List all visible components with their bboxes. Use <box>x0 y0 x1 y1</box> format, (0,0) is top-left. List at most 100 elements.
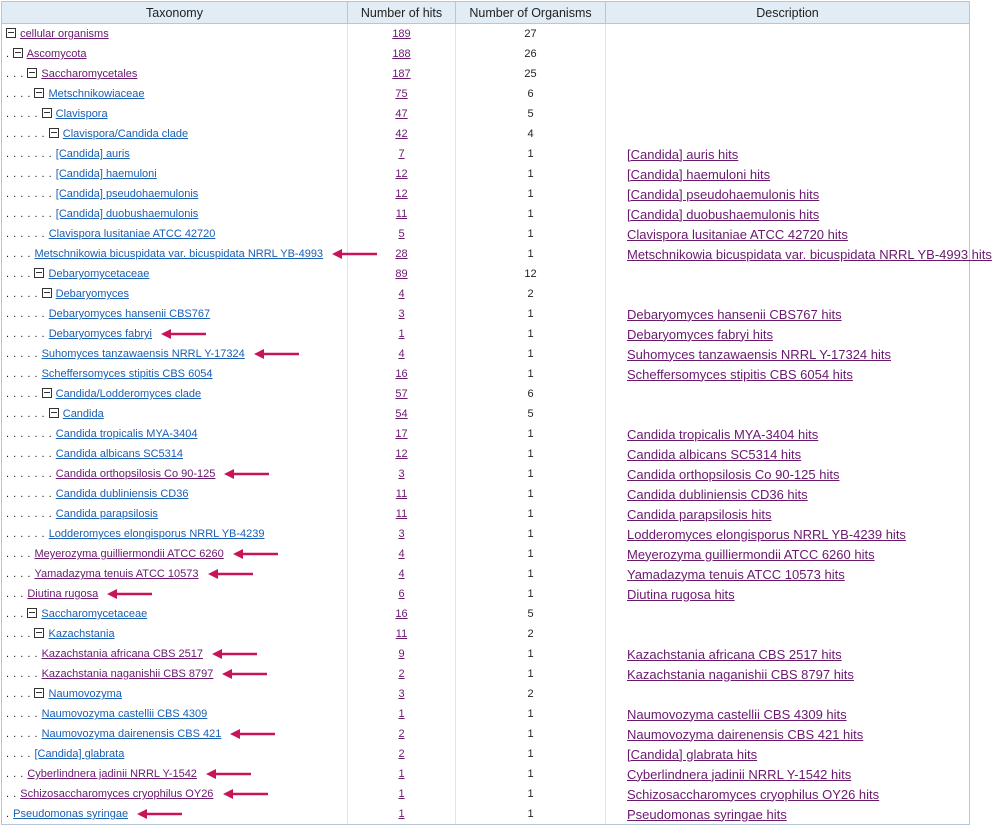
hits-link[interactable]: 3 <box>398 308 405 320</box>
taxon-link[interactable]: Schizosaccharomyces cryophilus OY26 <box>20 788 214 800</box>
taxon-link[interactable]: Candida parapsilosis <box>55 508 158 520</box>
hits-link[interactable]: 75 <box>395 88 408 100</box>
description-link[interactable]: Cyberlindnera jadinii NRRL Y-1542 hits <box>627 766 852 782</box>
taxon-link[interactable]: [Candida] auris <box>55 148 130 160</box>
description-link[interactable]: Debaryomyces hansenii CBS767 hits <box>627 306 842 322</box>
hits-link[interactable]: 42 <box>395 128 408 140</box>
hits-link[interactable]: 12 <box>395 188 408 200</box>
taxon-link[interactable]: Candida <box>62 408 104 420</box>
collapse-toggle-icon[interactable] <box>34 268 45 278</box>
description-link[interactable]: Scheffersomyces stipitis CBS 6054 hits <box>627 366 853 382</box>
collapse-toggle-icon[interactable] <box>34 628 45 638</box>
taxon-link[interactable]: Clavispora <box>55 108 108 120</box>
hits-link[interactable]: 3 <box>398 528 405 540</box>
hits-link[interactable]: 5 <box>398 228 405 240</box>
hits-link[interactable]: 2 <box>398 748 405 760</box>
hits-link[interactable]: 16 <box>395 608 408 620</box>
hits-link[interactable]: 1 <box>398 768 405 780</box>
taxon-link[interactable]: Clavispora lusitaniae ATCC 42720 <box>48 228 216 240</box>
description-link[interactable]: [Candida] duobushaemulonis hits <box>627 206 820 222</box>
taxon-link[interactable]: Metschnikowiaceae <box>48 88 145 100</box>
description-link[interactable]: Diutina rugosa hits <box>627 586 735 602</box>
description-link[interactable]: Candida dubliniensis CD36 hits <box>627 486 808 502</box>
collapse-toggle-icon[interactable] <box>48 408 59 418</box>
hits-link[interactable]: 187 <box>392 68 411 80</box>
description-link[interactable]: Clavispora lusitaniae ATCC 42720 hits <box>627 226 848 242</box>
description-link[interactable]: Candida parapsilosis hits <box>627 506 772 522</box>
collapse-toggle-icon[interactable] <box>48 128 59 138</box>
description-link[interactable]: Schizosaccharomyces cryophilus OY26 hits <box>627 786 880 802</box>
collapse-toggle-icon[interactable] <box>41 108 52 118</box>
hits-link[interactable]: 17 <box>395 428 408 440</box>
hits-link[interactable]: 1 <box>398 708 405 720</box>
collapse-toggle-icon[interactable] <box>41 288 52 298</box>
hits-link[interactable]: 12 <box>395 448 408 460</box>
hits-link[interactable]: 4 <box>398 348 405 360</box>
taxon-link[interactable]: Candida dubliniensis CD36 <box>55 488 189 500</box>
hits-link[interactable]: 1 <box>398 808 405 820</box>
description-link[interactable]: Suhomyces tanzawaensis NRRL Y-17324 hits <box>627 346 891 362</box>
hits-link[interactable]: 4 <box>398 288 405 300</box>
col-header-organisms[interactable]: Number of Organisms <box>455 1 606 24</box>
description-link[interactable]: [Candida] glabrata hits <box>627 746 758 762</box>
hits-link[interactable]: 2 <box>398 668 405 680</box>
description-link[interactable]: Kazachstania naganishii CBS 8797 hits <box>627 666 854 682</box>
hits-link[interactable]: 11 <box>395 508 408 520</box>
taxon-link[interactable]: Yamadazyma tenuis ATCC 10573 <box>34 568 199 580</box>
hits-link[interactable]: 28 <box>395 248 408 260</box>
description-link[interactable]: Naumovozyma castellii CBS 4309 hits <box>627 706 847 722</box>
taxon-link[interactable]: Naumovozyma castellii CBS 4309 <box>41 708 208 720</box>
description-link[interactable]: Naumovozyma dairenensis CBS 421 hits <box>627 726 864 742</box>
hits-link[interactable]: 11 <box>395 488 408 500</box>
hits-link[interactable]: 1 <box>398 788 405 800</box>
taxon-link[interactable]: Debaryomyces <box>55 288 129 300</box>
description-link[interactable]: Debaryomyces fabryi hits <box>627 326 773 342</box>
taxon-link[interactable]: [Candida] glabrata <box>34 748 125 760</box>
collapse-toggle-icon[interactable] <box>6 28 16 38</box>
collapse-toggle-icon[interactable] <box>13 48 24 58</box>
description-link[interactable]: Yamadazyma tenuis ATCC 10573 hits <box>627 566 845 582</box>
taxon-link[interactable]: Debaryomyces fabryi <box>48 328 153 340</box>
taxon-link[interactable]: Suhomyces tanzawaensis NRRL Y-17324 <box>41 348 245 360</box>
taxon-link[interactable]: Lodderomyces elongisporus NRRL YB-4239 <box>48 528 265 540</box>
taxon-link[interactable]: Candida tropicalis MYA-3404 <box>55 428 198 440</box>
hits-link[interactable]: 7 <box>398 148 405 160</box>
hits-link[interactable]: 9 <box>398 648 405 660</box>
taxon-link[interactable]: [Candida] haemuloni <box>55 168 157 180</box>
taxon-link[interactable]: Naumovozyma dairenensis CBS 421 <box>41 728 222 740</box>
taxon-link[interactable]: Metschnikowia bicuspidata var. bicuspida… <box>34 248 324 260</box>
hits-link[interactable]: 3 <box>398 688 405 700</box>
description-link[interactable]: [Candida] auris hits <box>627 146 739 162</box>
taxon-link[interactable]: Debaryomyces hansenii CBS767 <box>48 308 211 320</box>
collapse-toggle-icon[interactable] <box>27 68 38 78</box>
collapse-toggle-icon[interactable] <box>41 388 52 398</box>
taxon-link[interactable]: Candida albicans SC5314 <box>55 448 183 460</box>
hits-link[interactable]: 11 <box>395 628 408 640</box>
description-link[interactable]: [Candida] haemuloni hits <box>627 166 771 182</box>
hits-link[interactable]: 1 <box>398 328 405 340</box>
taxon-link[interactable]: [Candida] pseudohaemulonis <box>55 188 199 200</box>
hits-link[interactable]: 3 <box>398 468 405 480</box>
hits-link[interactable]: 4 <box>398 548 405 560</box>
taxon-link[interactable]: Kazachstania naganishii CBS 8797 <box>41 668 214 680</box>
description-link[interactable]: Kazachstania africana CBS 2517 hits <box>627 646 842 662</box>
hits-link[interactable]: 11 <box>395 208 408 220</box>
taxon-link[interactable]: [Candida] duobushaemulonis <box>55 208 199 220</box>
description-link[interactable]: Lodderomyces elongisporus NRRL YB-4239 h… <box>627 526 906 542</box>
description-link[interactable]: Candida tropicalis MYA-3404 hits <box>627 426 819 442</box>
taxon-link[interactable]: Saccharomycetales <box>41 68 138 80</box>
taxon-link[interactable]: Debaryomycetaceae <box>48 268 150 280</box>
taxon-link[interactable]: Meyerozyma guilliermondii ATCC 6260 <box>34 548 224 560</box>
taxon-link[interactable]: Diutina rugosa <box>27 588 99 600</box>
hits-link[interactable]: 54 <box>395 408 408 420</box>
hits-link[interactable]: 57 <box>395 388 408 400</box>
taxon-link[interactable]: Kazachstania africana CBS 2517 <box>41 648 203 660</box>
collapse-toggle-icon[interactable] <box>27 608 38 618</box>
col-header-taxonomy[interactable]: Taxonomy <box>1 1 348 24</box>
hits-link[interactable]: 12 <box>395 168 408 180</box>
taxon-link[interactable]: Naumovozyma <box>48 688 122 700</box>
description-link[interactable]: Candida albicans SC5314 hits <box>627 446 802 462</box>
taxon-link[interactable]: cellular organisms <box>20 28 109 40</box>
description-link[interactable]: [Candida] pseudohaemulonis hits <box>627 186 820 202</box>
collapse-toggle-icon[interactable] <box>34 688 45 698</box>
